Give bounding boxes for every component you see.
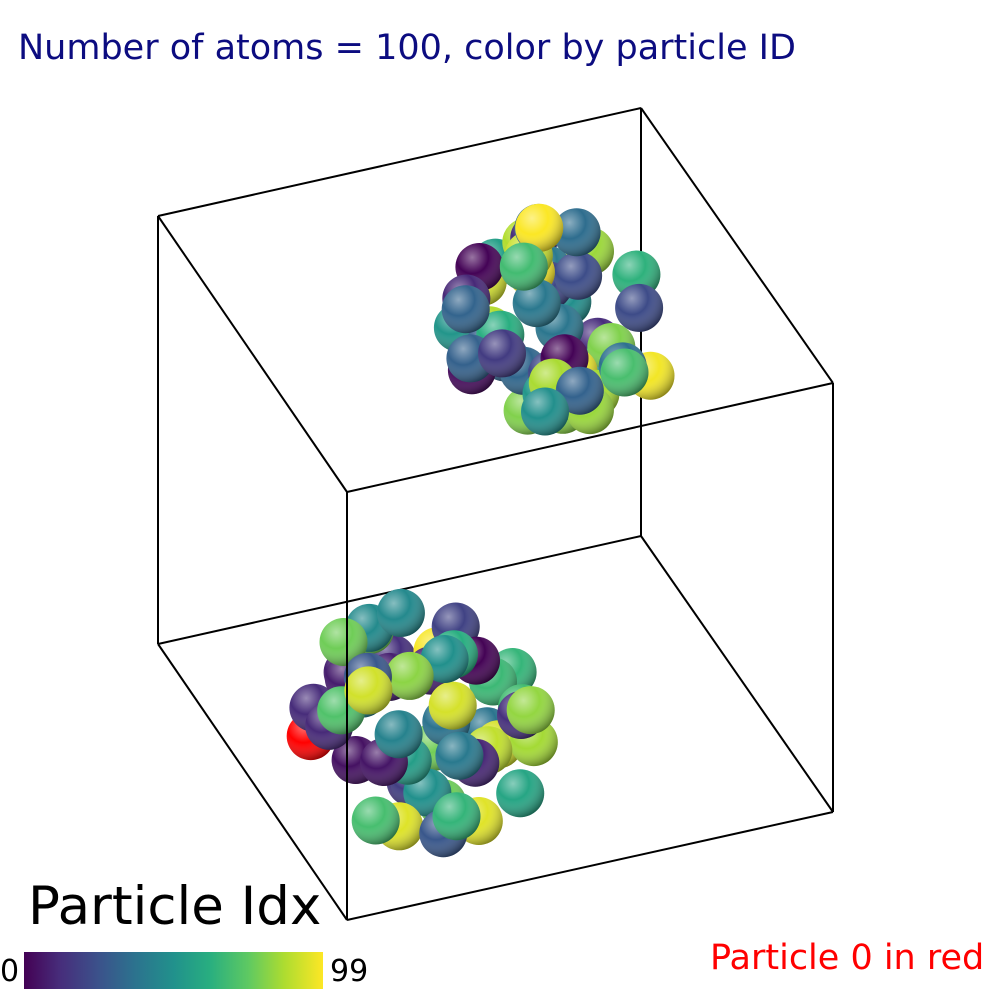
atom xyxy=(499,242,548,291)
box-edge xyxy=(157,643,348,921)
atom xyxy=(555,366,604,415)
atom xyxy=(515,203,564,252)
atom xyxy=(521,387,569,436)
atom xyxy=(506,686,555,735)
box-edge-front xyxy=(157,215,348,493)
atom xyxy=(344,666,393,715)
box-edge xyxy=(157,107,642,217)
atom xyxy=(376,588,425,637)
simulation-box-front-edges xyxy=(157,215,834,921)
atom xyxy=(432,792,481,841)
atom xyxy=(351,796,400,845)
atom xyxy=(496,769,545,818)
colorbar-title: Particle Idx xyxy=(28,876,322,937)
colorbar-min-label: 0 xyxy=(0,954,20,989)
atom xyxy=(552,208,601,257)
atom xyxy=(615,283,664,332)
box-edge xyxy=(640,107,834,384)
colorbar-max-label: 99 xyxy=(330,954,369,989)
atom-cluster-top xyxy=(433,203,675,436)
atom xyxy=(478,329,526,378)
colorbar xyxy=(24,952,323,989)
atom xyxy=(435,731,484,780)
atom xyxy=(554,251,603,300)
atom xyxy=(385,651,434,700)
atom xyxy=(441,285,490,334)
atom xyxy=(319,618,368,666)
atom xyxy=(600,348,649,397)
plot-title: Number of atoms = 100, color by particle… xyxy=(18,28,796,68)
atom-cluster-bottom xyxy=(286,588,558,858)
box-edge xyxy=(640,535,834,813)
highlight-annotation: Particle 0 in red xyxy=(710,938,985,978)
simulation-box-back-edges xyxy=(157,107,834,921)
box-edge-front xyxy=(346,811,834,921)
atom xyxy=(428,681,477,730)
atom xyxy=(374,710,423,759)
box-edge-front xyxy=(346,382,834,493)
atom xyxy=(512,279,561,328)
